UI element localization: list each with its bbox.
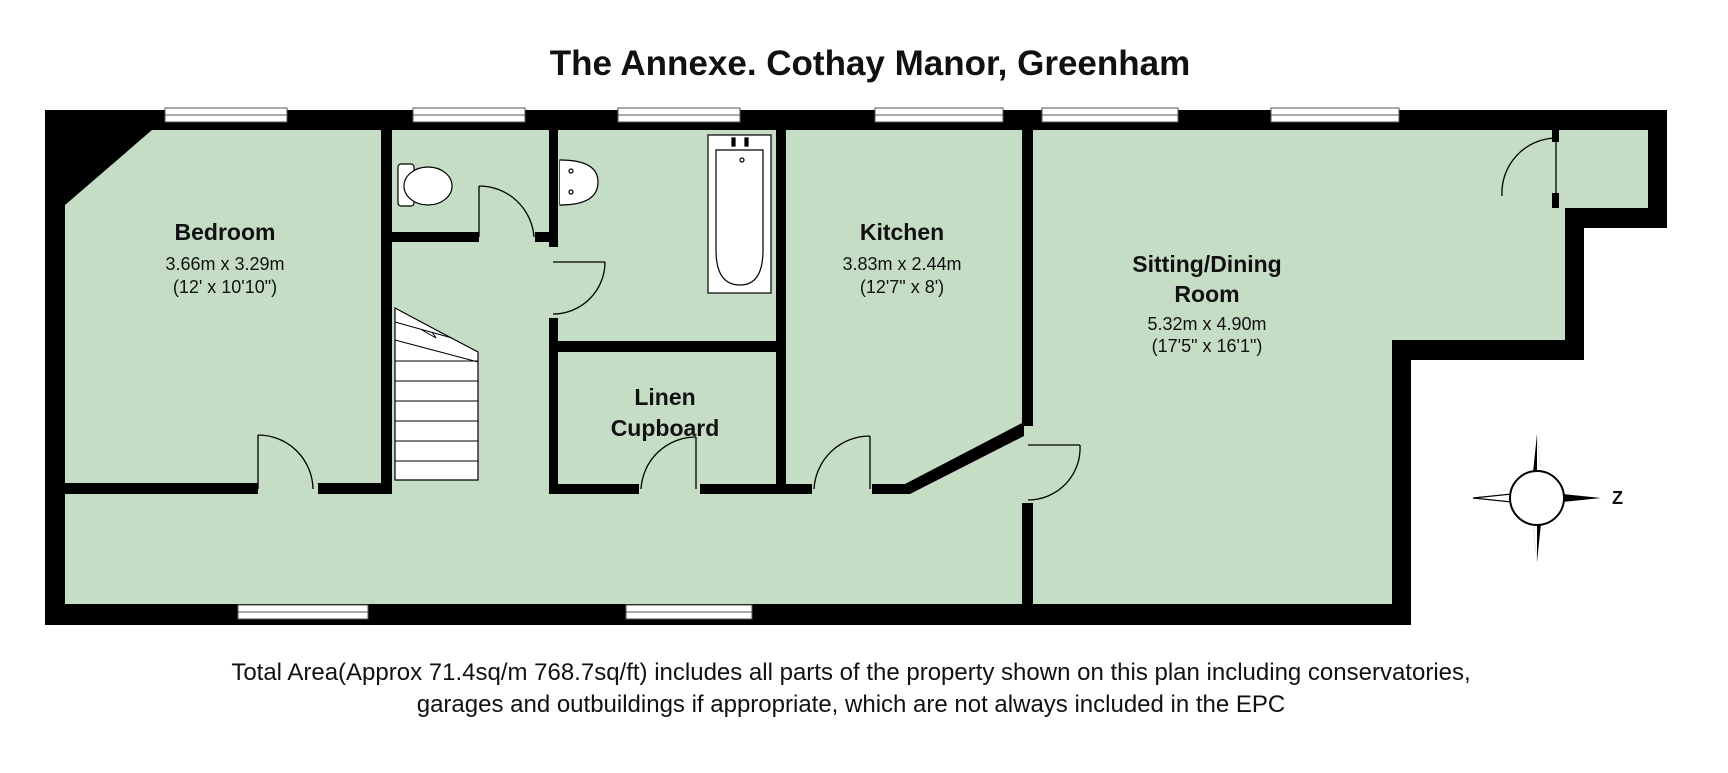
window	[617, 107, 741, 123]
windows	[164, 107, 1400, 620]
door-icon	[640, 436, 697, 490]
door-icon	[257, 434, 314, 490]
door-icon	[552, 261, 606, 315]
area-note-line2: garages and outbuildings if appropriate,…	[417, 691, 1286, 718]
window	[625, 604, 753, 620]
room-dimensions-metric: 3.83m x 2.44m	[842, 254, 961, 274]
window	[164, 107, 288, 123]
interior-walls	[65, 130, 1033, 604]
window	[237, 604, 369, 620]
room-name: Sitting/Dining	[1132, 251, 1281, 277]
door-icon	[1027, 444, 1081, 501]
room-name: Cupboard	[611, 415, 720, 441]
room-dimensions-metric: 5.32m x 4.90m	[1147, 314, 1266, 334]
bedroom-corner-wall	[65, 130, 152, 205]
door-icon	[813, 435, 871, 490]
compass-rose-icon	[1472, 434, 1601, 562]
window	[412, 107, 526, 123]
toilet-icon	[397, 163, 453, 207]
kitchen-label: Kitchen 3.83m x 2.44m (12'7" x 8')	[842, 219, 961, 297]
room-dimensions-imperial: (12' x 10'10")	[173, 277, 277, 297]
floor-area	[65, 130, 1648, 604]
room-name: Bedroom	[175, 219, 276, 245]
room-name: Kitchen	[860, 219, 944, 245]
area-note-line1: Total Area(Approx 71.4sq/m 768.7sq/ft) i…	[231, 659, 1470, 686]
window	[1041, 107, 1179, 123]
door-frame	[1552, 193, 1559, 208]
room-dimensions-imperial: (17'5" x 16'1")	[1152, 336, 1263, 356]
linen-cupboard-label: Linen Cupboard	[611, 384, 720, 441]
room-name: Room	[1174, 281, 1239, 307]
room-dimensions-metric: 3.66m x 3.29m	[165, 254, 284, 274]
door-icon	[478, 185, 535, 238]
washbasin-icon	[559, 159, 599, 206]
doors	[257, 137, 1557, 501]
window	[874, 107, 1004, 123]
door-frame	[1552, 130, 1559, 142]
bathtub-icon	[707, 134, 772, 294]
sitting-dining-label: Sitting/Dining Room 5.32m x 4.90m (17'5"…	[1132, 251, 1281, 356]
window	[1270, 107, 1400, 123]
compass-label: Z	[1612, 488, 1623, 508]
door-icon	[1501, 137, 1557, 197]
staircase	[394, 307, 479, 481]
room-name: Linen	[634, 384, 695, 410]
plan-title: The Annexe. Cothay Manor, Greenham	[550, 44, 1191, 83]
bedroom-label: Bedroom 3.66m x 3.29m (12' x 10'10")	[165, 219, 284, 297]
room-dimensions-imperial: (12'7" x 8')	[860, 277, 944, 297]
